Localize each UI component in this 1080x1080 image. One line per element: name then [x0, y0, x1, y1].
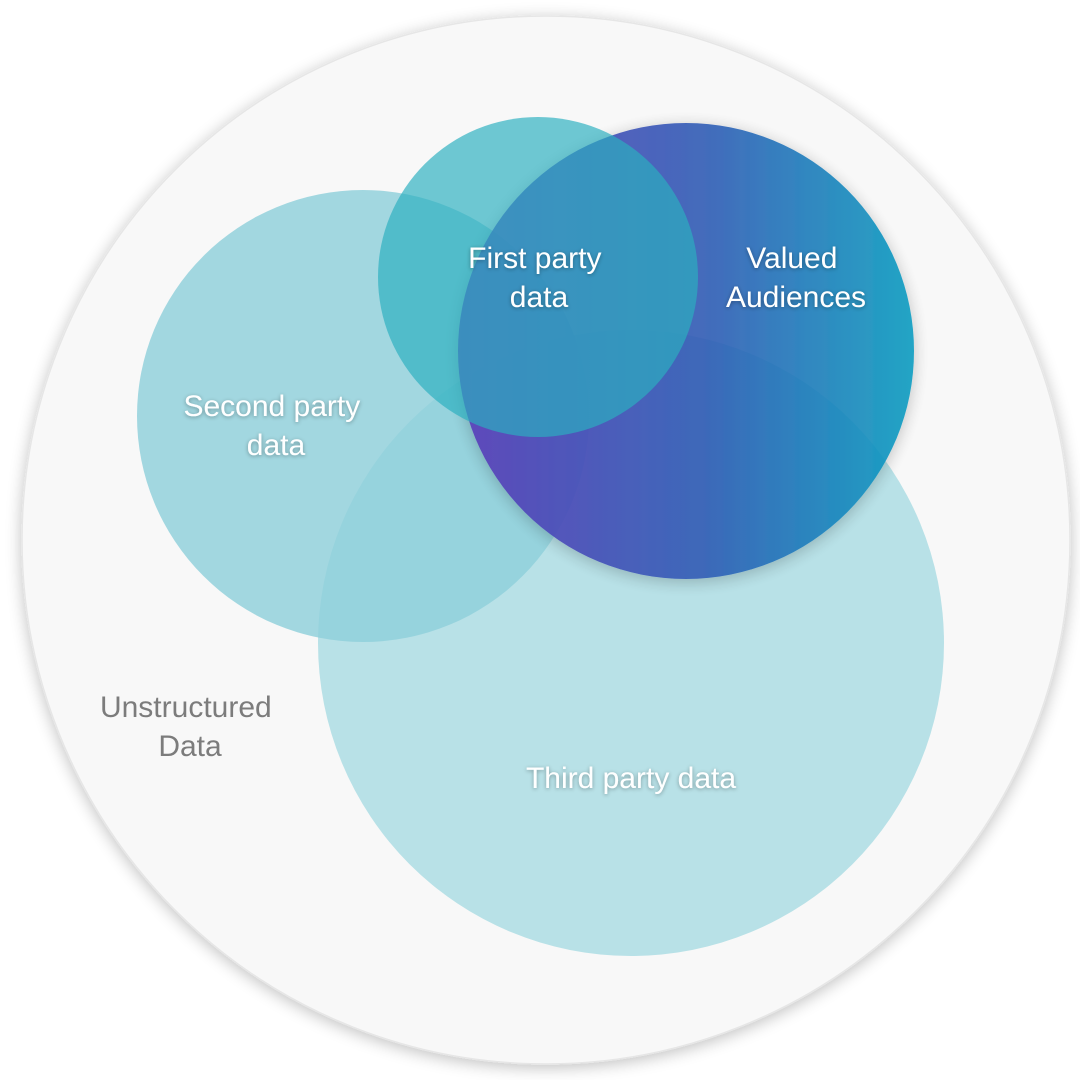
second-party-data-label: Second party data [183, 390, 368, 462]
unstructured-data-label: Unstructured Data [100, 691, 280, 763]
first-party-data-label: First party data [468, 242, 610, 314]
first-party-data-circle [378, 117, 698, 437]
third-party-data-label: Third party data [526, 762, 736, 795]
valued-audiences-label: Valued Audiences [726, 242, 866, 314]
